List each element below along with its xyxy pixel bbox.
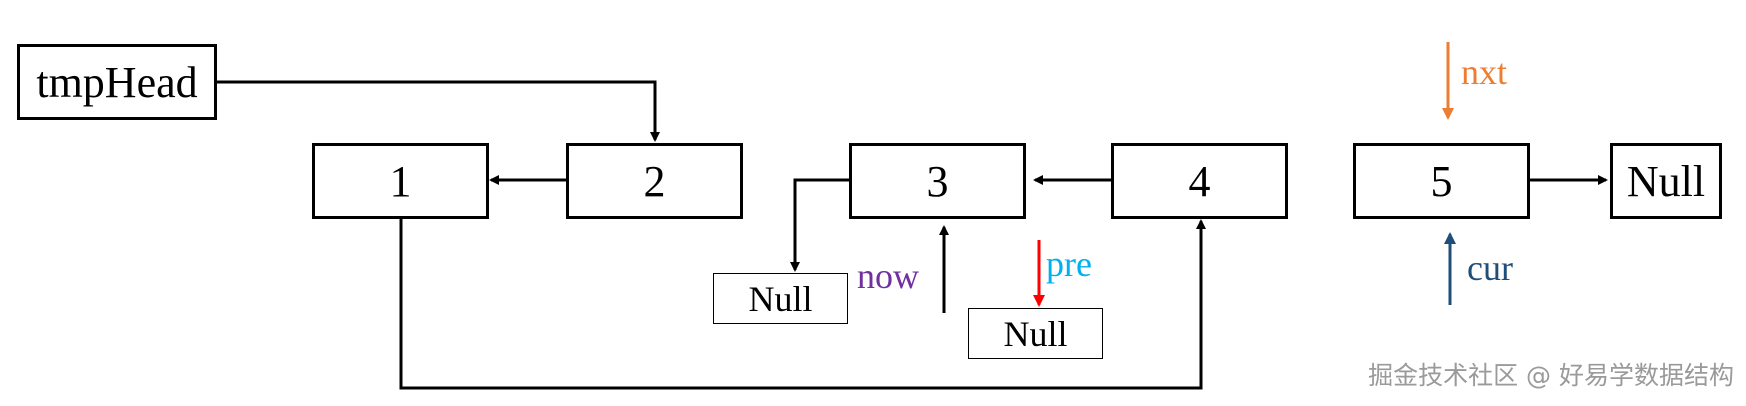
list-node-5: 5 xyxy=(1353,143,1530,219)
list-node-1: 1 xyxy=(312,143,489,219)
list-node-2: 2 xyxy=(566,143,743,219)
list-node-4: 4 xyxy=(1111,143,1288,219)
now-pointer-label: now xyxy=(857,256,919,296)
null-node-pre: Null xyxy=(968,308,1103,359)
cur-pointer-label: cur xyxy=(1467,248,1513,288)
edge-1-to-4 xyxy=(399,219,1206,390)
tmphead-node: tmpHead xyxy=(17,44,217,120)
nxt-pointer-label: nxt xyxy=(1461,52,1508,92)
list-node-3: 3 xyxy=(849,143,1026,219)
watermark-text: 掘金技术社区 @ 好易学数据结构 xyxy=(1368,361,1734,390)
null-node-from-3: Null xyxy=(713,273,848,324)
edge-tmphead-to-2 xyxy=(196,80,660,142)
edge-3-to-null xyxy=(790,178,850,272)
null-node-end: Null xyxy=(1610,143,1722,219)
pre-pointer-label: pre xyxy=(1046,244,1092,284)
